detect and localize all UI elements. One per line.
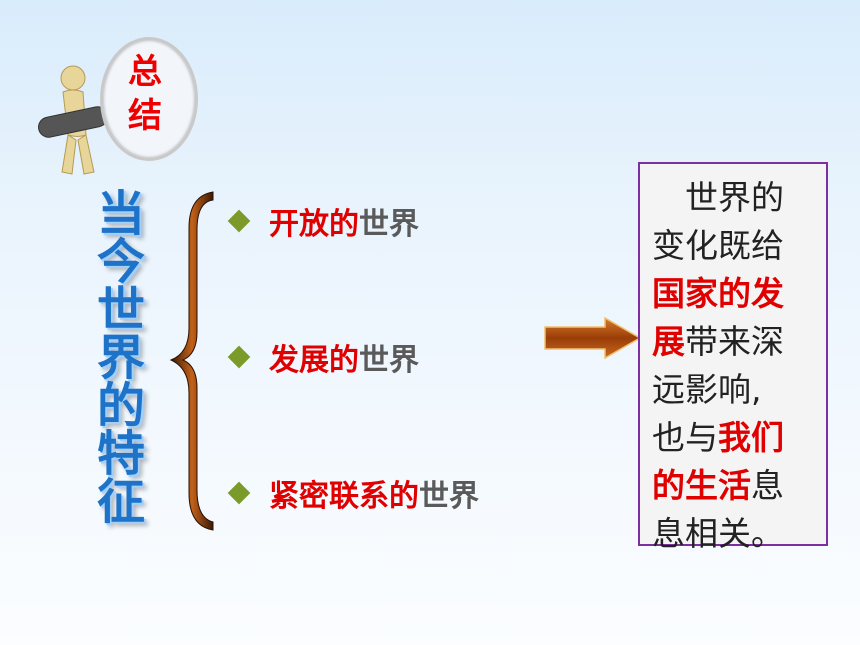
conclusion-line: 国家的发 <box>652 270 816 318</box>
list-item: 发展的世界 <box>225 336 419 378</box>
summary-char-1: 总 <box>128 52 162 92</box>
conclusion-text: 也与 <box>652 418 718 457</box>
title-char: 今 <box>96 234 145 290</box>
list-item: 紧密联系的世界 <box>225 472 479 514</box>
right-arrow-icon <box>544 317 642 359</box>
conclusion-text: 带来深 <box>685 322 784 361</box>
diamond-bullet-icon <box>227 345 251 369</box>
item-highlight: 紧密联系的 <box>269 479 419 514</box>
title-char: 特 <box>96 426 145 482</box>
summary-label: 总 结 <box>120 50 170 138</box>
conclusion-text: 息 <box>751 466 784 505</box>
conclusion-line: 展带来深 <box>652 318 816 366</box>
list-item: 开放的世界 <box>225 200 419 242</box>
conclusion-line: 也与我们 <box>652 414 816 462</box>
item-highlight: 开放的 <box>269 207 359 242</box>
conclusion-line: 远影响, <box>652 366 816 414</box>
conclusion-highlight: 国家的发 <box>652 274 784 313</box>
conclusion-text: 远影响, <box>652 370 762 409</box>
thinking-figure-icon <box>38 65 108 175</box>
item-highlight: 发展的 <box>269 343 359 378</box>
vertical-title: 当 今 世 界 的 特 征 <box>90 190 152 526</box>
conclusion-highlight: 展 <box>652 322 685 361</box>
conclusion-highlight: 的生活 <box>652 466 751 505</box>
title-char: 界 <box>96 330 145 386</box>
title-char: 当 <box>96 186 145 242</box>
diamond-bullet-icon <box>227 209 251 233</box>
conclusion-text: 息相关。 <box>652 514 784 553</box>
summary-badge <box>100 37 198 161</box>
item-text: 世界 <box>359 207 419 242</box>
conclusion-line: 世界的 <box>652 174 816 222</box>
item-text: 世界 <box>359 343 419 378</box>
summary-char-2: 结 <box>128 96 162 136</box>
conclusion-line: 的生活息 <box>652 462 816 510</box>
conclusion-text: 世界的 <box>652 178 784 217</box>
diamond-bullet-icon <box>227 481 251 505</box>
title-char: 的 <box>96 378 145 434</box>
conclusion-box: 世界的变化既给国家的发展带来深远影响,也与我们的生活息息相关。 <box>638 162 828 553</box>
curly-brace-icon <box>169 191 214 531</box>
title-char: 征 <box>96 474 145 530</box>
conclusion-line: 息相关。 <box>652 510 816 558</box>
conclusion-text: 变化既给 <box>652 226 784 265</box>
conclusion-line: 变化既给 <box>652 222 816 270</box>
item-text: 世界 <box>419 479 479 514</box>
title-char: 世 <box>96 282 145 338</box>
conclusion-highlight: 我们 <box>718 418 784 457</box>
